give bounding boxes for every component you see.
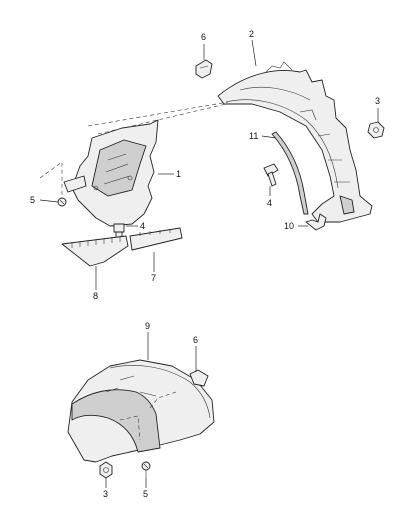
callout-3-bottom: 3 <box>103 489 108 499</box>
wheel-arch-liner-bottom <box>67 359 215 463</box>
callout-2: 2 <box>249 29 254 39</box>
callout-3-top: 3 <box>375 96 380 106</box>
bolt-right <box>263 163 279 187</box>
clip <box>305 213 327 231</box>
callout-10: 10 <box>284 221 294 231</box>
seal-strip <box>271 131 309 215</box>
leader-lines <box>39 39 379 488</box>
wheel-arch-liner-rear <box>217 61 373 223</box>
nut-bottom <box>99 461 113 479</box>
assembly-line-left <box>39 161 63 198</box>
front-wheel-liner <box>63 119 159 227</box>
callout-5-bottom: 5 <box>143 489 148 499</box>
screw-left <box>57 197 67 207</box>
trim-strip-left <box>61 235 129 267</box>
callout-9: 9 <box>145 321 150 331</box>
trim-strip-right <box>129 227 183 251</box>
screw-bottom <box>141 461 151 478</box>
callout-4-right: 4 <box>267 198 272 208</box>
callout-11: 11 <box>249 131 258 141</box>
bracket-top <box>195 59 213 79</box>
callout-6-top: 6 <box>201 32 206 42</box>
callout-5-left: 5 <box>30 195 35 205</box>
callout-4-left: 4 <box>140 221 145 231</box>
callout-labels: 6 2 3 11 1 5 4 4 10 8 7 9 6 3 5 <box>30 29 380 499</box>
bracket-bottom <box>189 369 209 387</box>
assembly-line-upper <box>87 101 229 127</box>
callout-8: 8 <box>93 291 98 301</box>
callout-7: 7 <box>151 273 156 283</box>
callout-6-bottom: 6 <box>193 335 198 345</box>
nut-top <box>367 121 385 139</box>
callout-1: 1 <box>176 169 181 179</box>
